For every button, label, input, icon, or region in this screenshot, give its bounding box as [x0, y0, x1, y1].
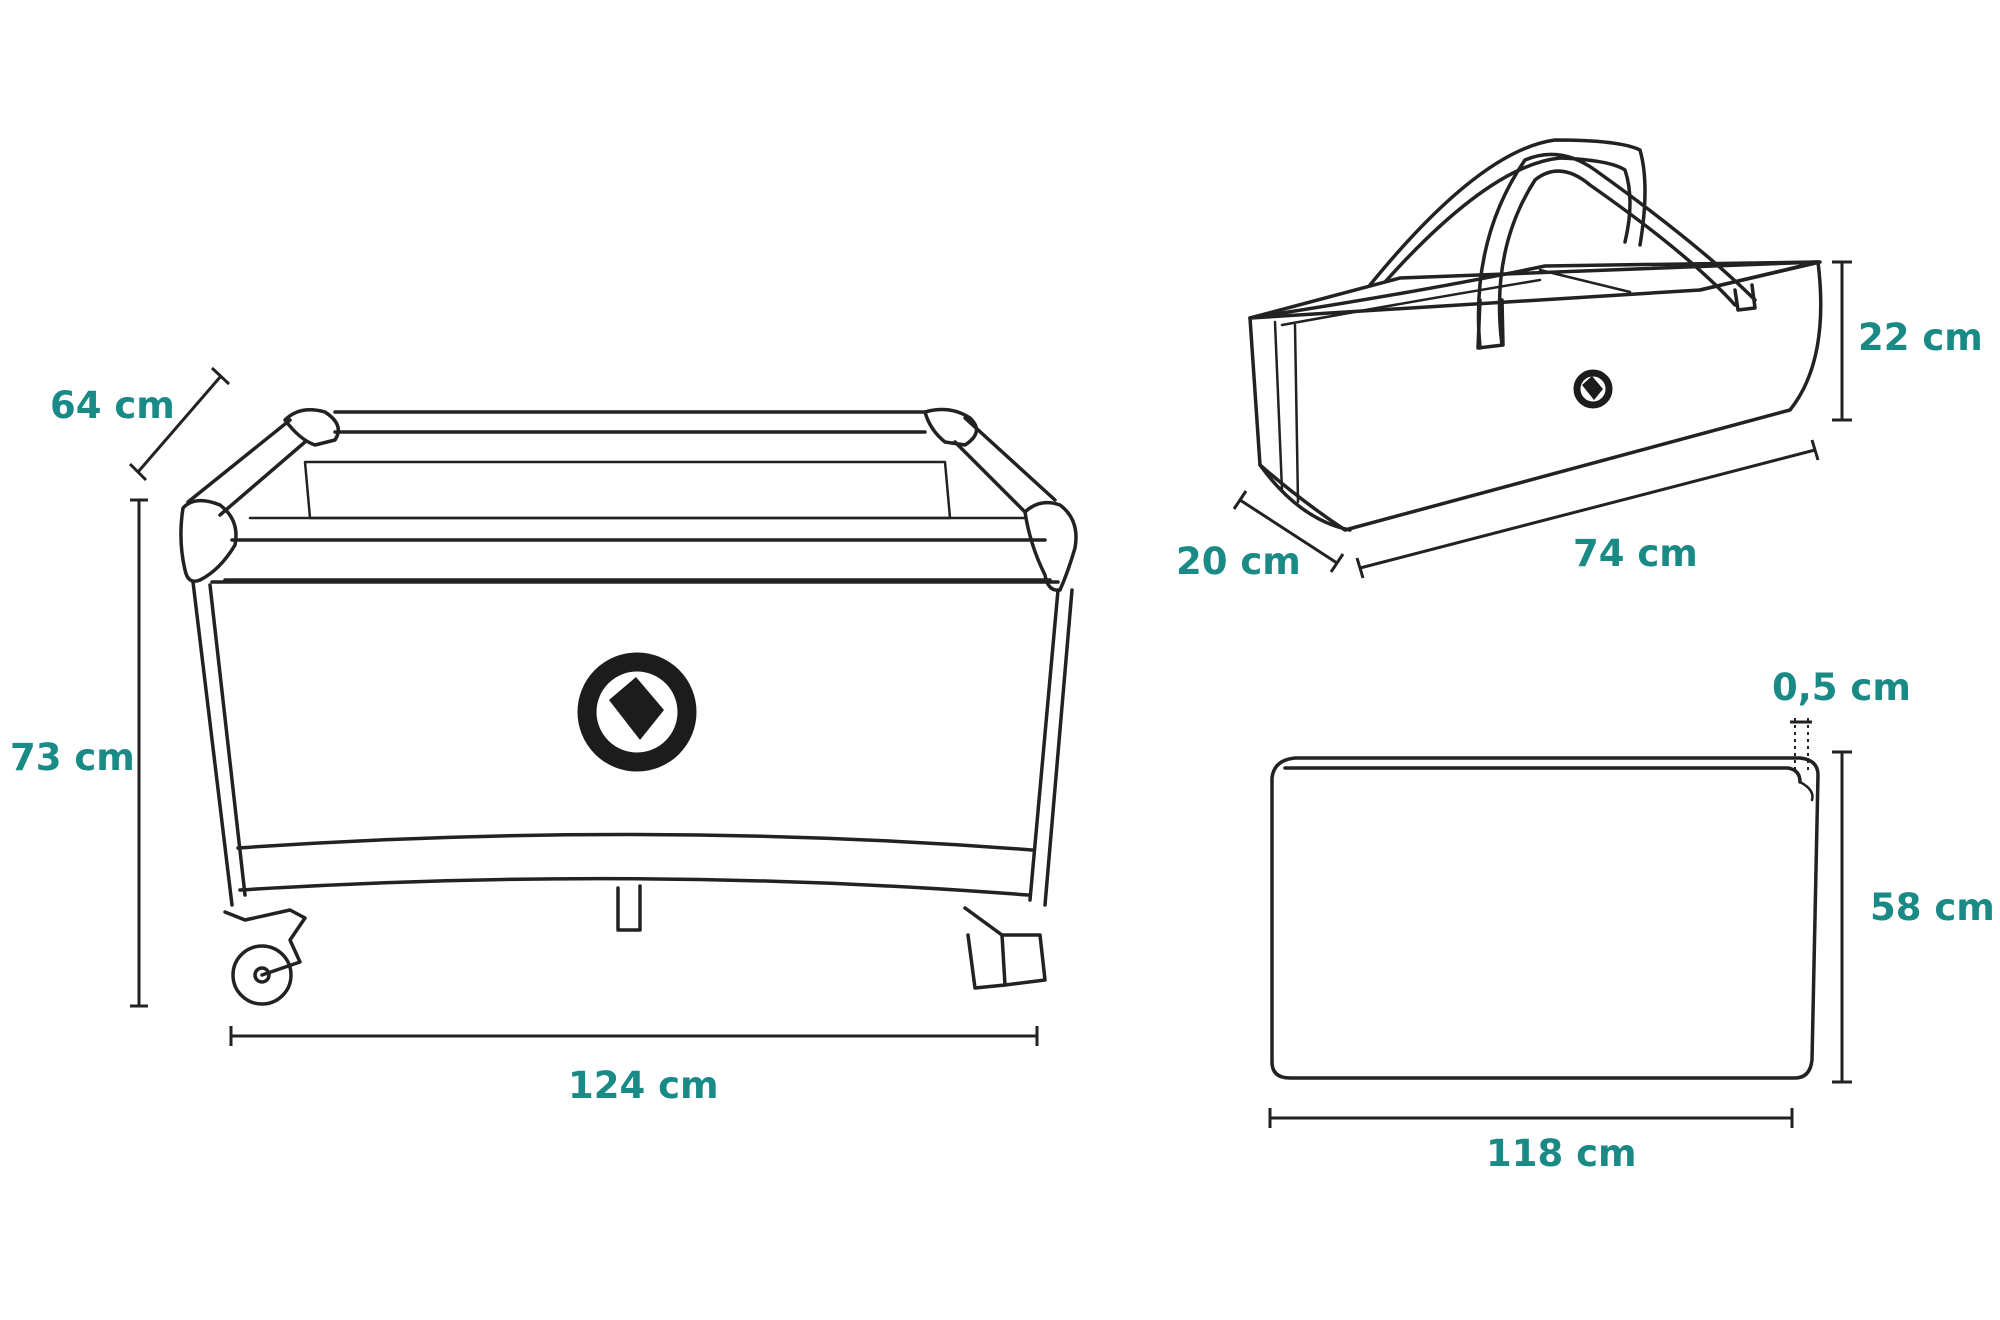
- crib-depth-dimension: [128, 366, 231, 482]
- bag-height-label: 22 cm: [1858, 316, 1983, 359]
- mattress-height-label: 58 cm: [1870, 886, 1995, 929]
- crib-width-dimension: [229, 1026, 1039, 1046]
- mattress-width-label: 118 cm: [1486, 1132, 1637, 1175]
- crib-height-label: 73 cm: [10, 736, 135, 779]
- bag-depth-label: 20 cm: [1176, 540, 1301, 583]
- bag-logo-icon: [1573, 369, 1613, 409]
- mattress-width-dimension: [1268, 1108, 1794, 1128]
- travel-cot-drawing: [179, 407, 1078, 1006]
- crib-depth-label: 64 cm: [50, 384, 175, 427]
- bag-length-dimension: [1355, 439, 1820, 579]
- crib-width-label: 124 cm: [568, 1064, 719, 1107]
- mattress-thickness-dimension: [1790, 718, 1812, 770]
- bag-length-label: 74 cm: [1573, 532, 1698, 575]
- crib-height-dimension: [130, 498, 148, 1008]
- mattress-drawing: [1270, 756, 1820, 1080]
- bag-height-dimension: [1832, 260, 1852, 422]
- brand-logo-icon: [577, 652, 697, 772]
- bag-depth-dimension: [1232, 490, 1345, 573]
- mattress-height-dimension: [1832, 750, 1852, 1084]
- carry-bag-drawing: [1248, 138, 1823, 532]
- mattress-thickness-label: 0,5 cm: [1772, 666, 1911, 709]
